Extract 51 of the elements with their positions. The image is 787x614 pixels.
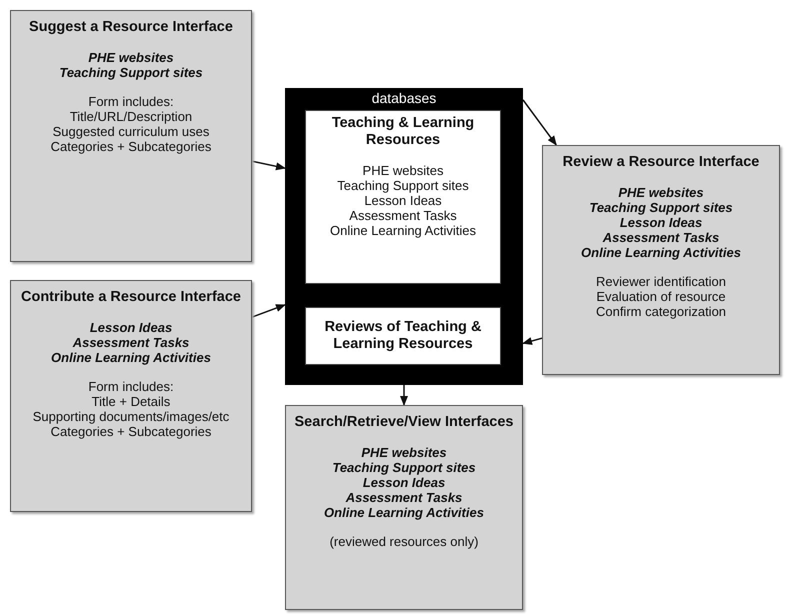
interface-box bbox=[10, 280, 252, 512]
box-text: Suggested curriculum uses bbox=[52, 124, 210, 139]
box-title: Contribute a Resource Interface bbox=[20, 289, 242, 306]
box-text: (reviewed resources only) bbox=[328, 534, 480, 549]
box-text: Lesson Ideas bbox=[363, 193, 443, 208]
resource-type-item: Assessment Tasks bbox=[602, 230, 720, 245]
resource-type-item: Lesson Ideas bbox=[618, 215, 704, 230]
arrow bbox=[252, 160, 286, 170]
container-heading: databases bbox=[370, 89, 438, 108]
box-text: Title/URL/Description bbox=[68, 109, 194, 124]
box-title: Search/Retrieve/View Interfaces bbox=[294, 414, 514, 431]
box-title: Teaching & Learning Resources bbox=[330, 115, 476, 149]
resource-type-item: PHE websites bbox=[360, 445, 448, 460]
arrow bbox=[252, 304, 286, 318]
box-text: Teaching Support sites bbox=[336, 178, 470, 193]
box-text: Assessment Tasks bbox=[348, 208, 458, 223]
resource-type-item: PHE websites bbox=[617, 185, 705, 200]
arrow bbox=[522, 337, 542, 345]
resource-type-item: PHE websites bbox=[87, 50, 175, 65]
box-text: Form includes: bbox=[87, 94, 175, 109]
interface-box bbox=[285, 405, 523, 610]
interface-box bbox=[10, 10, 252, 262]
box-title: Reviews of Teaching & Learning Resources bbox=[324, 319, 482, 353]
box-text: Reviewer identification bbox=[594, 274, 728, 289]
resource-type-item: Lesson Ideas bbox=[362, 475, 446, 490]
box-text: Title + Details bbox=[90, 394, 172, 409]
arrow bbox=[400, 385, 408, 406]
box-text: Confirm categorization bbox=[594, 304, 728, 319]
box-text: PHE websites bbox=[362, 163, 444, 178]
box-text: Online Learning Activities bbox=[329, 223, 477, 238]
arrow bbox=[522, 99, 557, 146]
resource-type-item: Teaching Support sites bbox=[588, 200, 734, 215]
resource-type-item: Assessment Tasks bbox=[72, 335, 190, 350]
resource-type-item: Teaching Support sites bbox=[58, 65, 204, 80]
box-title: Review a Resource Interface bbox=[562, 154, 760, 171]
database-box bbox=[305, 307, 501, 365]
box-text: Categories + Subcategories bbox=[50, 139, 212, 154]
resource-type-item: Online Learning Activities bbox=[580, 245, 742, 260]
interface-box bbox=[542, 145, 780, 375]
database-container bbox=[285, 88, 523, 385]
resource-type-item: Lesson Ideas bbox=[88, 320, 174, 335]
resource-type-item: Teaching Support sites bbox=[331, 460, 477, 475]
box-text: Form includes: bbox=[87, 379, 175, 394]
box-text: Evaluation of resource bbox=[595, 289, 727, 304]
database-box bbox=[305, 110, 501, 284]
box-text: Supporting documents/images/etc bbox=[32, 409, 230, 424]
resource-type-item: Online Learning Activities bbox=[323, 505, 485, 520]
resource-type-item: Online Learning Activities bbox=[50, 350, 212, 365]
resource-type-item: Assessment Tasks bbox=[344, 490, 464, 505]
box-title: Suggest a Resource Interface bbox=[28, 19, 234, 36]
box-text: Categories + Subcategories bbox=[50, 424, 212, 439]
